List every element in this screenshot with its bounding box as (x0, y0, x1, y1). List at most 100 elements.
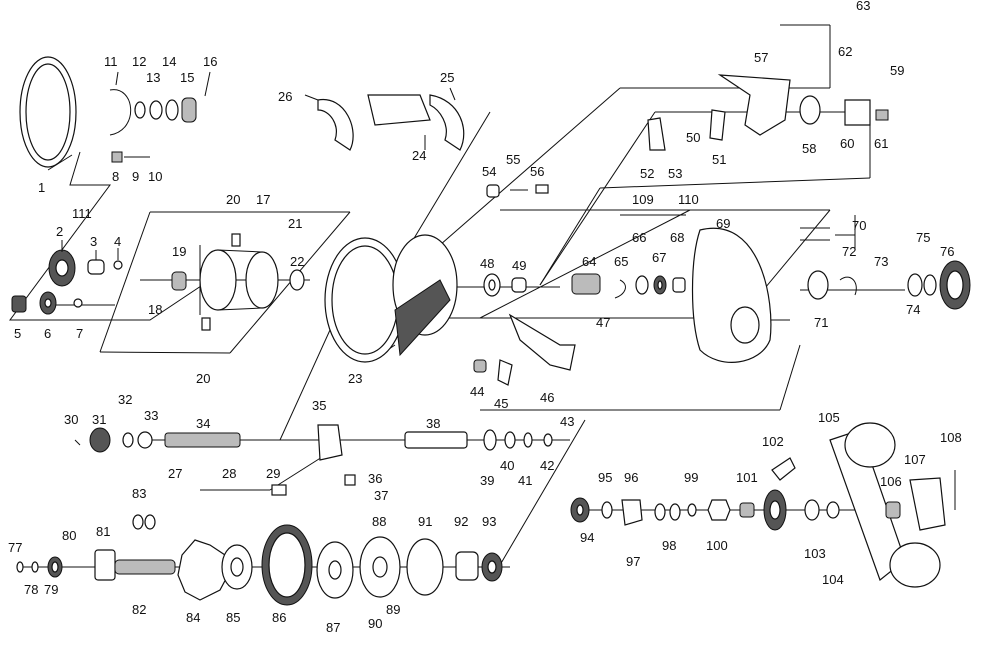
label-70: 70 (852, 218, 866, 233)
label-103: 103 (804, 546, 826, 561)
label-31: 31 (92, 412, 106, 427)
label-27: 27 (168, 466, 182, 481)
label-100: 100 (706, 538, 728, 553)
label-106: 106 (880, 474, 902, 489)
leader-lines (47, 71, 956, 510)
label-19: 19 (172, 244, 186, 259)
label-26: 26 (278, 89, 292, 104)
parts (11, 56, 971, 606)
part-number-labels: 1 2 3 4 5 6 7 8 9 10 11 12 13 14 15 16 1… (8, 0, 962, 635)
label-109: 109 (632, 192, 654, 207)
label-86: 86 (272, 610, 286, 625)
label-84: 84 (186, 610, 200, 625)
label-99: 99 (684, 470, 698, 485)
label-12: 12 (132, 54, 146, 69)
label-25: 25 (440, 70, 454, 85)
label-1: 1 (38, 180, 45, 195)
label-65: 65 (614, 254, 628, 269)
label-77: 77 (8, 540, 22, 555)
label-33: 33 (144, 408, 158, 423)
label-20b: 20 (196, 371, 210, 386)
label-57: 57 (754, 50, 768, 65)
label-97: 97 (626, 554, 640, 569)
label-2: 2 (56, 224, 63, 239)
label-66: 66 (632, 230, 646, 245)
label-30: 30 (64, 412, 78, 427)
label-79: 79 (44, 582, 58, 597)
label-50: 50 (686, 130, 700, 145)
label-58: 58 (802, 141, 816, 156)
label-59: 59 (890, 63, 904, 78)
label-85: 85 (226, 610, 240, 625)
label-61: 61 (874, 136, 888, 151)
label-105: 105 (818, 410, 840, 425)
label-23: 23 (348, 371, 362, 386)
label-104: 104 (822, 572, 844, 587)
label-94: 94 (580, 530, 594, 545)
label-16: 16 (203, 54, 217, 69)
label-38: 38 (426, 416, 440, 431)
label-20a: 20 (226, 192, 240, 207)
label-98: 98 (662, 538, 676, 553)
label-62: 62 (838, 44, 852, 59)
label-87: 87 (326, 620, 340, 635)
label-8: 8 (112, 169, 119, 184)
label-37: 37 (374, 488, 388, 503)
label-69: 69 (716, 216, 730, 231)
label-110: 110 (678, 192, 699, 207)
label-17: 17 (256, 192, 270, 207)
label-68: 68 (670, 230, 684, 245)
label-40: 40 (500, 458, 514, 473)
label-49: 49 (512, 258, 526, 273)
label-29: 29 (266, 466, 280, 481)
label-52: 52 (640, 166, 654, 181)
label-73: 73 (874, 254, 888, 269)
label-22: 22 (290, 254, 304, 269)
label-91: 91 (418, 514, 432, 529)
label-93: 93 (482, 514, 496, 529)
label-81: 81 (96, 524, 110, 539)
label-13: 13 (146, 70, 160, 85)
label-74: 74 (906, 302, 920, 317)
label-35: 35 (312, 398, 326, 413)
label-11: 11 (104, 54, 118, 69)
label-4: 4 (114, 234, 121, 249)
label-54: 54 (482, 164, 496, 179)
label-72: 72 (842, 244, 856, 259)
label-107: 107 (904, 452, 926, 467)
label-36: 36 (368, 471, 382, 486)
label-18: 18 (148, 302, 162, 317)
label-95: 95 (598, 470, 612, 485)
label-28: 28 (222, 466, 236, 481)
label-102: 102 (762, 434, 784, 449)
label-48: 48 (480, 256, 494, 271)
label-60: 60 (840, 136, 854, 151)
label-67: 67 (652, 250, 666, 265)
label-56: 56 (530, 164, 544, 179)
label-88: 88 (372, 514, 386, 529)
label-34: 34 (196, 416, 210, 431)
label-78: 78 (24, 582, 38, 597)
label-45: 45 (494, 396, 508, 411)
label-55: 55 (506, 152, 520, 167)
label-32: 32 (118, 392, 132, 407)
label-10: 10 (148, 169, 162, 184)
label-41: 41 (518, 473, 532, 488)
label-111: 111 (72, 206, 92, 221)
label-14: 14 (162, 54, 176, 69)
label-24: 24 (412, 148, 426, 163)
label-76: 76 (940, 244, 954, 259)
label-47: 47 (596, 315, 610, 330)
label-96: 96 (624, 470, 638, 485)
label-83: 83 (132, 486, 146, 501)
label-21: 21 (288, 216, 302, 231)
label-89: 89 (386, 602, 400, 617)
label-15: 15 (180, 70, 194, 85)
label-44: 44 (470, 384, 484, 399)
label-5: 5 (14, 326, 21, 341)
label-46: 46 (540, 390, 554, 405)
label-80: 80 (62, 528, 76, 543)
label-82: 82 (132, 602, 146, 617)
label-43: 43 (560, 414, 574, 429)
